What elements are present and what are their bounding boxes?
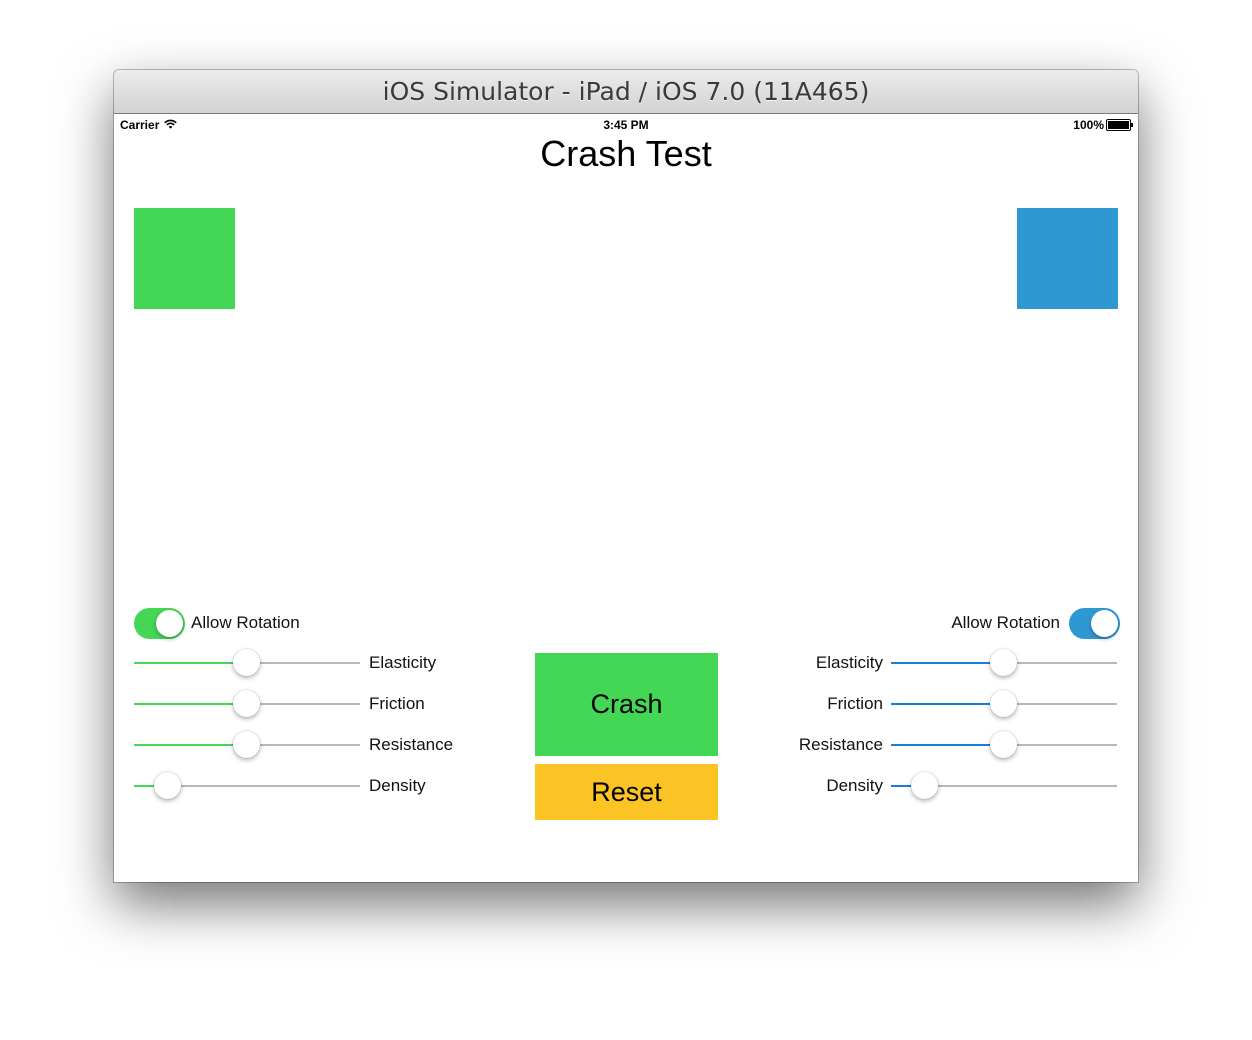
slider-thumb[interactable] [990,690,1017,717]
window-title: iOS Simulator - iPad / iOS 7.0 (11A465) [382,77,870,106]
crash-button-label: Crash [590,689,663,719]
slider-track [247,703,360,705]
right-resistance-slider[interactable] [891,730,1117,760]
left-friction-label: Friction [369,694,425,713]
left-density-label: Density [369,776,426,795]
battery-percentage: 100% [1073,118,1104,132]
ipad-screen: Carrier 3:45 PM 100% Crash Test Allow Ro… [114,114,1138,882]
page-title: Crash Test [540,133,712,174]
slider-track [1004,662,1117,664]
slider-track-filled [134,662,247,664]
slider-track-filled [134,703,247,705]
crash-button[interactable]: Crash [535,653,718,756]
slider-thumb[interactable] [154,772,181,799]
right-elasticity-label: Elasticity [815,653,883,672]
reset-button[interactable]: Reset [535,764,718,820]
right-friction-label: Friction [827,694,883,713]
slider-thumb[interactable] [233,690,260,717]
left-elasticity-slider[interactable] [134,648,360,678]
slider-track [168,785,360,787]
slider-thumb[interactable] [233,731,260,758]
switch-knob [1091,610,1118,637]
right-density-label: Density [826,776,883,795]
right-density-slider[interactable] [891,771,1117,801]
slider-thumb[interactable] [990,649,1017,676]
right-friction-slider[interactable] [891,689,1117,719]
left-allow-rotation-label: Allow Rotation [191,613,300,632]
green-block [134,208,235,309]
slider-track [925,785,1117,787]
right-resistance-label: Resistance [798,735,883,754]
left-resistance-slider[interactable] [134,730,360,760]
slider-track-filled [134,744,247,746]
window-title-bar[interactable]: iOS Simulator - iPad / iOS 7.0 (11A465) [114,70,1138,114]
reset-button-label: Reset [591,776,662,807]
left-allow-rotation-switch[interactable] [134,608,185,639]
carrier-label: Carrier [120,118,160,132]
slider-track-filled [891,662,1004,664]
right-elasticity-slider[interactable] [891,648,1117,678]
slider-track-filled [891,744,1004,746]
status-bar: Carrier 3:45 PM 100% [114,114,1138,134]
slider-track-filled [891,785,925,787]
slider-thumb[interactable] [990,731,1017,758]
right-allow-rotation-label: Allow Rotation [951,613,1060,632]
slider-track-filled [134,785,168,787]
slider-track [1004,744,1117,746]
battery-icon [1106,119,1133,131]
status-time: 3:45 PM [603,118,649,132]
slider-track [247,744,360,746]
left-density-slider[interactable] [134,771,360,801]
blue-block [1017,208,1118,309]
right-allow-rotation-switch[interactable] [1069,608,1120,639]
slider-thumb[interactable] [233,649,260,676]
left-elasticity-label: Elasticity [369,653,437,672]
wifi-icon [164,118,177,132]
slider-track [247,662,360,664]
simulator-window: iOS Simulator - iPad / iOS 7.0 (11A465) … [114,70,1138,882]
slider-thumb[interactable] [911,772,938,799]
slider-track-filled [891,703,1004,705]
slider-track [1004,703,1117,705]
left-friction-slider[interactable] [134,689,360,719]
left-resistance-label: Resistance [369,735,454,754]
switch-knob [156,610,183,637]
